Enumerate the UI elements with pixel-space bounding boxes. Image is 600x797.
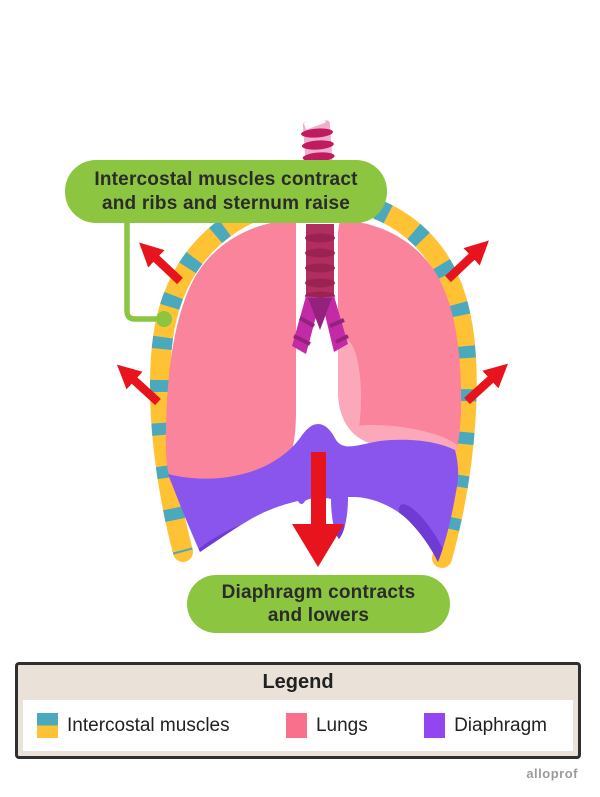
alloprof-watermark: alloprof [526, 766, 578, 781]
legend-item-diaphragm: Diaphragm [424, 713, 547, 738]
legend-panel: Intercostal muscles Lungs Diaphragm [23, 700, 573, 751]
diaphragm-label-line1: Diaphragm contracts [221, 581, 416, 603]
arrow-upper-right [445, 240, 489, 283]
legend-label-diaphragm: Diaphragm [454, 714, 547, 736]
diaphragm-swatch-icon [424, 713, 446, 738]
intercostal-label-line2: and ribs and sternum raise [101, 192, 351, 214]
lungs-swatch-icon [285, 713, 307, 738]
left-lung [165, 220, 296, 489]
label-connector-line [124, 218, 172, 327]
intercostal-swatch-icon [37, 713, 58, 738]
legend-item-lungs: Lungs [285, 713, 368, 738]
intercostal-label-line1: Intercostal muscles contract [94, 169, 358, 191]
trachea-lower [305, 224, 335, 302]
intercostal-label: Intercostal muscles contract and ribs an… [65, 160, 387, 223]
arrow-upper-left [139, 242, 183, 285]
legend-label-lungs: Lungs [315, 714, 368, 736]
trachea-upper [301, 115, 335, 166]
legend-label-intercostal: Intercostal muscles [67, 714, 230, 736]
legend-item-intercostal: Intercostal muscles [37, 713, 230, 738]
arrow-mid-right [464, 363, 509, 405]
diaphragm-label: Diaphragm contracts and lowers [187, 575, 450, 633]
expansion-arrows [116, 240, 509, 567]
diaphragm-label-line2: and lowers [267, 605, 370, 626]
legend-title: Legend [262, 671, 334, 693]
right-lung [338, 220, 462, 462]
legend-box: Legend Intercostal muscles Lungs Diaphra… [15, 662, 581, 759]
bronchi [292, 296, 349, 354]
arrow-down [292, 452, 344, 567]
arrow-mid-left [116, 364, 161, 406]
